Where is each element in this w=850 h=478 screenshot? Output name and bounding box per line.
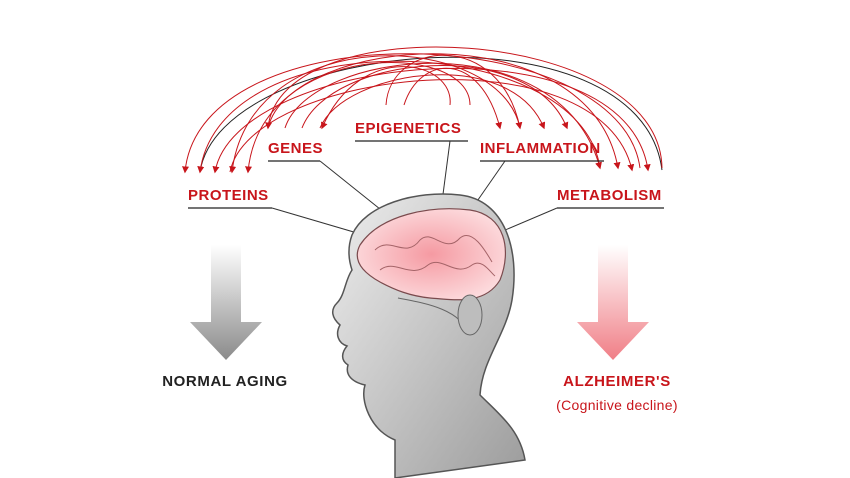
label-proteins: PROTEINS xyxy=(188,187,269,204)
alzheimers-arrow xyxy=(577,245,649,360)
arc-inflammation-proteins xyxy=(229,55,521,174)
outcome-labels: NORMAL AGING ALZHEIMER'S (Cognitive decl… xyxy=(162,373,678,413)
brain xyxy=(356,208,506,301)
head-illustration xyxy=(332,193,526,478)
label-normal-aging: NORMAL AGING xyxy=(162,373,288,390)
label-epigenetics: EPIGENETICS xyxy=(355,120,461,137)
label-cognitive-decline: (Cognitive decline) xyxy=(556,397,678,413)
arc-proteins-metabolism-3 xyxy=(229,79,635,173)
arc-genes-inflammation xyxy=(301,65,569,130)
label-inflammation: INFLAMMATION xyxy=(480,140,601,157)
factor-labels: PROTEINS GENES EPIGENETICS INFLAMMATION … xyxy=(188,120,664,209)
arc-epigenetics-inflammation-2 xyxy=(403,68,502,130)
label-alzheimers: ALZHEIMER'S xyxy=(563,373,671,390)
outcome-arrows xyxy=(190,245,649,360)
label-genes: GENES xyxy=(268,140,323,157)
normal-aging-arrow xyxy=(190,245,262,360)
arc-epigenetics-proteins xyxy=(245,62,471,174)
ear xyxy=(457,294,483,336)
arc-proteins-metabolism xyxy=(199,56,663,173)
arc-metabolism-proteins-2 xyxy=(182,53,641,174)
brain-folds xyxy=(374,235,496,277)
label-metabolism: METABOLISM xyxy=(557,187,662,204)
arc-genes-inflammation-2 xyxy=(319,74,546,130)
arc-epigenetics-genes xyxy=(321,66,451,130)
